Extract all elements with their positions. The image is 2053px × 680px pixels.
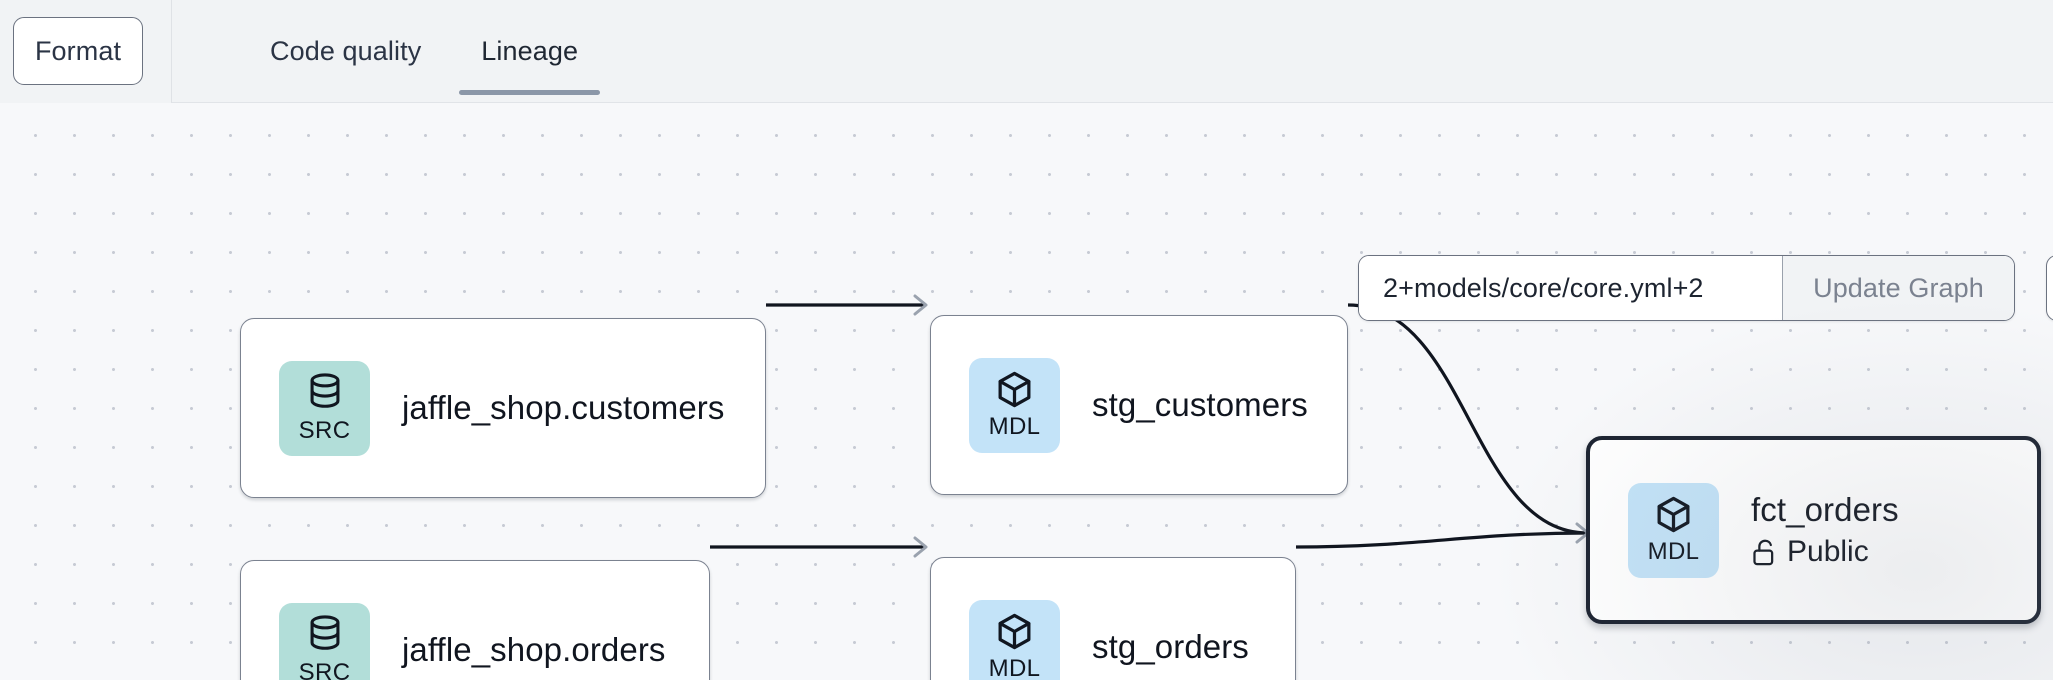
- node-title: fct_orders: [1751, 491, 1899, 528]
- update-graph-button[interactable]: Update Graph: [1782, 256, 2014, 320]
- lineage-canvas[interactable]: SRC jaffle_shop.customers SRC jaffle_sho…: [0, 103, 2053, 680]
- database-icon: [310, 372, 339, 408]
- lineage-node-stg-orders[interactable]: MDL stg_orders: [930, 557, 1296, 680]
- format-button[interactable]: Format: [13, 17, 143, 85]
- src-badge-label: SRC: [298, 658, 351, 680]
- node-title: stg_orders: [1092, 628, 1249, 665]
- arrowhead-stg-orders: [913, 536, 928, 558]
- lineage-node-jaffle-shop-orders[interactable]: SRC jaffle_shop.orders: [240, 560, 710, 680]
- unlock-icon: [1753, 539, 1774, 565]
- node-body: stg_orders: [1092, 628, 1249, 666]
- lineage-node-stg-customers[interactable]: MDL stg_customers: [930, 315, 1348, 495]
- cube-icon: [998, 371, 1031, 408]
- edge-stg-customers-to-fct-orders: [1347, 303, 1589, 535]
- mdl-badge: MDL: [969, 599, 1060, 680]
- tab-code-quality-label: Code quality: [270, 35, 422, 66]
- src-badge: SRC: [279, 360, 370, 456]
- mdl-badge: MDL: [969, 357, 1060, 453]
- graph-options-button[interactable]: [2046, 255, 2053, 321]
- database-icon: [310, 614, 339, 650]
- arrowhead-stg-customers: [913, 294, 928, 316]
- mdl-badge-label: MDL: [1647, 538, 1700, 565]
- node-visibility: Public: [1751, 535, 1899, 569]
- node-title: stg_customers: [1092, 386, 1308, 423]
- edge-stg-orders-to-fct-orders: [1295, 531, 1589, 549]
- tab-lineage[interactable]: Lineage: [451, 0, 608, 103]
- mdl-badge: MDL: [1628, 482, 1719, 578]
- format-button-group: Format: [0, 0, 172, 103]
- node-visibility-label: Public: [1787, 535, 1869, 568]
- cube-icon: [998, 613, 1031, 650]
- src-badge: SRC: [279, 602, 370, 680]
- src-badge-label: SRC: [298, 416, 351, 444]
- tab-code-quality[interactable]: Code quality: [240, 0, 451, 103]
- lineage-node-jaffle-shop-customers[interactable]: SRC jaffle_shop.customers: [240, 318, 766, 498]
- lineage-node-fct-orders[interactable]: MDL fct_orders Public: [1586, 436, 2041, 624]
- node-title: jaffle_shop.orders: [402, 631, 666, 668]
- mdl-badge-label: MDL: [988, 413, 1041, 440]
- tab-bar: Code quality Lineage: [172, 0, 608, 103]
- mdl-badge-label: MDL: [988, 655, 1041, 680]
- cube-icon: [1657, 496, 1690, 533]
- tab-lineage-label: Lineage: [481, 35, 579, 66]
- node-body: stg_customers: [1092, 386, 1308, 424]
- graph-selector-input[interactable]: [1359, 256, 1782, 320]
- node-body: fct_orders Public: [1751, 491, 1899, 569]
- node-title: jaffle_shop.customers: [402, 389, 725, 426]
- graph-selector-control: Update Graph: [1358, 255, 2015, 321]
- editor-toolbar: Format Code quality Lineage: [0, 0, 2053, 103]
- node-body: jaffle_shop.customers: [402, 389, 725, 427]
- node-body: jaffle_shop.orders: [402, 631, 666, 669]
